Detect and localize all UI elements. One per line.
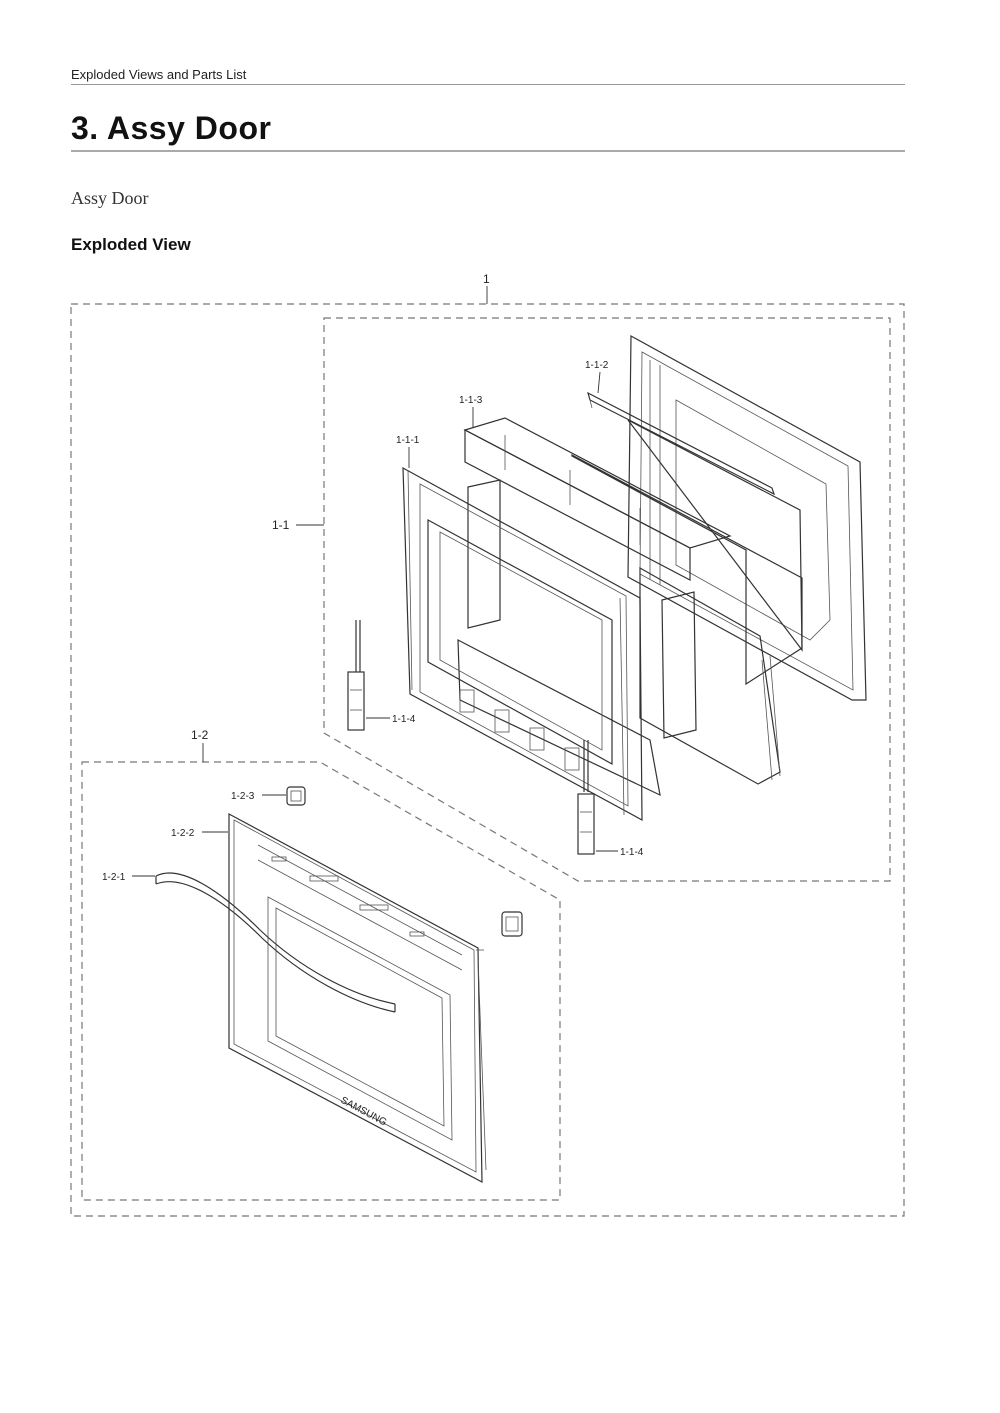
callout-1-1-1: 1-1-1 [396,435,420,446]
page-header-section: Exploded Views and Parts List [71,67,247,82]
header-divider [71,84,905,85]
hinge-left [347,620,365,731]
inner-door-boundary [323,317,891,882]
callout-1-1-3: 1-1-3 [459,395,483,406]
door-handle [155,872,396,1013]
callout-1-1-4-right: 1-1-4 [620,847,644,858]
glass-pane [571,419,803,785]
insulation-blocks [457,417,732,797]
title-divider [71,150,905,152]
callout-1-2-3: 1-2-3 [231,791,255,802]
outer-door-boundary [81,761,561,1201]
outer-panel: SAMSUNG [228,812,487,1184]
exploded-view-diagram: 1 1-1 1-2 1-1-2 1-1-3 [0,260,1000,1240]
brand-mark: SAMSUNG [339,1095,389,1129]
callout-1-2-2: 1-2-2 [171,828,195,839]
back-panel [627,334,867,701]
section-heading-exploded-view: Exploded View [71,235,191,254]
handle-cap [286,786,523,937]
callout-1: 1 [483,272,490,286]
page-subtitle: Assy Door [71,188,149,208]
inner-bracket [587,391,776,496]
assembly-boundary [70,303,905,1217]
inner-frame [402,466,643,822]
callout-1-1-4-left: 1-1-4 [392,714,416,725]
page-title: 3. Assy Door [71,110,272,146]
callout-1-1-2: 1-1-2 [585,360,609,371]
callout-1-1: 1-1 [272,518,290,532]
hinge-right [577,740,595,855]
callout-1-2-1: 1-2-1 [102,872,126,883]
callout-1-2: 1-2 [191,728,209,742]
